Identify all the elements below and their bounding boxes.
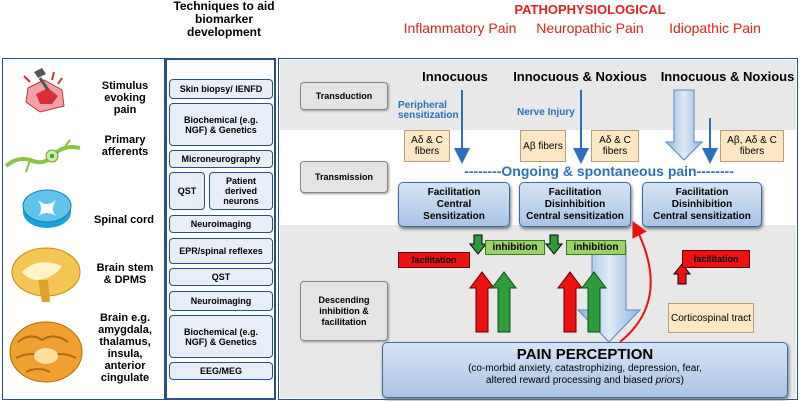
facilitation-pill-left: facilitation (398, 252, 470, 268)
pain-perception-title: PAIN PERCEPTION (516, 346, 654, 363)
down-arrow-inhib-2 (544, 234, 564, 255)
label-brainstem: Brain stem & DPMS (96, 262, 154, 286)
technique-biochemical-2: Biochemical (e.g. NGF) & Genetics (169, 315, 273, 358)
pain-perception-box: PAIN PERCEPTION (co-morbid anxiety, cata… (382, 342, 788, 398)
stimulus-innocuous: Innocuous (422, 69, 488, 84)
fiber-inflammatory: Aδ & C fibers (404, 130, 450, 162)
stimulus-innocuous-noxious-1: Innocuous & Noxious (513, 69, 647, 84)
pain-type-inflammatory: Inflammatory Pain (403, 20, 517, 36)
facilitation-pill-right: facilitation (682, 250, 750, 268)
stage-transduction: Transduction (300, 82, 388, 110)
inhibition-pill-1: inhibition (485, 240, 545, 255)
stimulus-innocuous-noxious-2: Innocuous & Noxious (660, 69, 795, 84)
up-arrows-left (469, 271, 517, 333)
technique-neuroimaging-1: Neuroimaging (169, 215, 273, 233)
pain-perception-line2: altered reward processing and biased pri… (486, 375, 684, 386)
technique-epr: EPR/spinal reflexes (169, 238, 273, 264)
stage-descending: Descending inhibition & facilitation (300, 281, 388, 341)
brain-icon (9, 321, 83, 383)
technique-eeg: EEG/MEG (169, 362, 273, 380)
label-stimulus: Stimulus evoking pain (101, 80, 149, 116)
inhibition-pill-2: inhibition (566, 240, 626, 255)
down-arrow-inhib-1 (468, 234, 488, 255)
fiber-neuropathic-2: Aδ & C fibers (591, 130, 639, 162)
label-spinal-cord: Spinal cord (94, 214, 154, 226)
pain-perception-line1: (co-morbid anxiety, catastrophizing, dep… (468, 363, 702, 374)
techniques-title: Techniques to aid biomarker development (173, 0, 275, 39)
technique-patient-neurons: Patient derived neurons (209, 172, 273, 210)
up-arrows-right (557, 271, 607, 333)
fiber-idiopathic: Aβ, Aδ & C fibers (720, 130, 784, 162)
technique-biochemical-1: Biochemical (e.g. NGF) & Genetics (169, 103, 273, 146)
afferent-neuron-icon (4, 139, 81, 173)
technique-qst-2: QST (169, 268, 273, 286)
label-brain: Brain e.g. amygdala, thalamus, insula, a… (98, 312, 152, 384)
arrow-central-down (576, 244, 642, 343)
brainstem-icon (11, 247, 81, 302)
stimulus-icon (23, 68, 65, 113)
corticospinal-box: Corticospinal tract (668, 303, 754, 333)
label-primary-afferents: Primary afferents (101, 134, 149, 158)
ongoing-pain-label: --------Ongoing & spontaneous pain------… (464, 163, 734, 179)
nerve-injury-label: Nerve Injury (517, 107, 575, 118)
technique-qst-1: QST (169, 172, 205, 210)
peripheral-sensitization-label: Peripheral sensitization (398, 100, 459, 121)
pain-type-idiopathic: Idiopathic Pain (669, 20, 761, 36)
stage-transmission: Transmission (300, 161, 388, 193)
pain-type-neuropathic: Neuropathic Pain (536, 20, 644, 36)
technique-neuroimaging-2: Neuroimaging (169, 291, 273, 311)
arrow-idiopathic-big (664, 89, 704, 161)
technique-skin-biopsy: Skin biopsy/ IENFD (169, 79, 273, 99)
spinal-cord-icon (22, 189, 72, 228)
fiber-neuropathic-1: Aβ fibers (520, 130, 566, 162)
up-arrow-fac-right (672, 263, 692, 285)
technique-microneurography: Microneurography (169, 150, 273, 168)
pathophysiological-title: PATHOPHYSIOLOGICAL (514, 2, 666, 17)
curved-red-arrow (619, 220, 652, 343)
